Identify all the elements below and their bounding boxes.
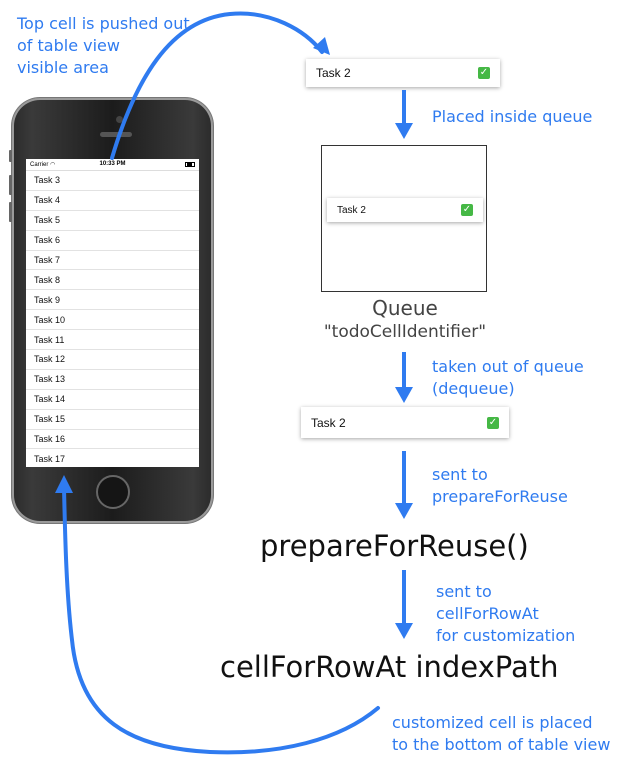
table-row[interactable]: Task 15 (26, 410, 199, 430)
queue-identifier: "todoCellIdentifier" (323, 322, 487, 342)
cell-for-row-at-label: cellForRowAt indexPath (220, 650, 559, 684)
checkmark-icon: ✓ (478, 67, 490, 79)
checkmark-icon: ✓ (461, 204, 473, 216)
table-row[interactable]: Task 13 (26, 370, 199, 390)
table-row[interactable]: Task 16 (26, 430, 199, 450)
cell-label: Task 2 (337, 204, 366, 216)
note-line: prepareForReuse (432, 487, 568, 506)
checkmark-icon: ✓ (487, 416, 499, 429)
note-placed-inside-queue: Placed inside queue (432, 106, 592, 128)
arrowhead (395, 623, 413, 639)
curved-arrow-to-table-bottom (62, 486, 380, 755)
note-top-cell-pushed: Top cell is pushed out of table view vis… (17, 13, 190, 79)
table-row[interactable]: Task 9 (26, 290, 199, 311)
table-row[interactable]: Task 10 (26, 310, 199, 331)
camera-icon (116, 116, 123, 123)
note-line: taken out of queue (432, 357, 584, 376)
note-line: Placed inside queue (432, 107, 593, 126)
note-customized-cell-placed: customized cell is placed to the bottom … (392, 712, 610, 756)
speaker-grille (100, 132, 132, 137)
note-sent-to-cell-for-row: sent to cellForRowAt for customization (436, 581, 575, 647)
note-line: for customization (436, 626, 576, 645)
note-line: customized cell is placed (392, 713, 593, 732)
table-row[interactable]: Task 6 (26, 231, 199, 251)
arrowhead (313, 37, 330, 55)
table-row[interactable]: Task 3 (26, 171, 199, 191)
task-cell-top: Task 2 ✓ (306, 59, 500, 87)
battery-icon (185, 162, 195, 167)
cell-label: Task 2 (311, 415, 346, 430)
table-row[interactable]: Task 11 (26, 330, 199, 351)
note-line: (dequeue) (432, 379, 515, 398)
curved-arrow-to-top-cell (110, 11, 324, 160)
phone-side-button (9, 150, 12, 162)
table-row[interactable]: Task 17 (26, 449, 199, 467)
table-row[interactable]: Task 4 (26, 191, 199, 211)
status-time: 10:33 PM (99, 161, 126, 167)
note-line: sent to (436, 582, 492, 601)
arrowhead (395, 503, 413, 519)
note-sent-to-prepare: sent to prepareForReuse (432, 464, 568, 508)
task-cell-in-queue: Task 2 ✓ (327, 198, 483, 222)
carrier-label: Carrier ◠ (30, 161, 55, 168)
table-row[interactable]: Task 5 (26, 211, 199, 231)
status-bar: Carrier ◠ 10:33 PM (26, 159, 199, 171)
note-line: sent to (432, 465, 488, 484)
note-line: cellForRowAt (436, 604, 539, 623)
table-row[interactable]: Task 14 (26, 390, 199, 410)
wifi-icon: ◠ (50, 162, 56, 168)
cell-label: Task 2 (316, 66, 351, 80)
note-line: to the bottom of table view (392, 735, 611, 754)
note-line: visible area (17, 58, 109, 77)
note-line: of table view (17, 36, 120, 55)
task-cell-dequeued: Task 2 ✓ (301, 407, 509, 438)
phone-side-button (9, 202, 12, 222)
table-row[interactable]: Task 8 (26, 270, 199, 291)
table-row[interactable]: Task 7 (26, 251, 199, 271)
note-line: Top cell is pushed out (17, 14, 190, 33)
queue-title: Queue (372, 296, 438, 320)
arrowhead (55, 475, 73, 493)
phone-side-button (9, 175, 12, 195)
prepare-for-reuse-label: prepareForReuse() (260, 529, 529, 563)
arrowhead (395, 387, 413, 403)
home-button[interactable] (96, 475, 130, 509)
carrier-text: Carrier (30, 162, 49, 168)
arrowhead (395, 123, 413, 139)
note-taken-out-of-queue: taken out of queue (dequeue) (432, 356, 584, 400)
table-row[interactable]: Task 12 (26, 350, 199, 370)
